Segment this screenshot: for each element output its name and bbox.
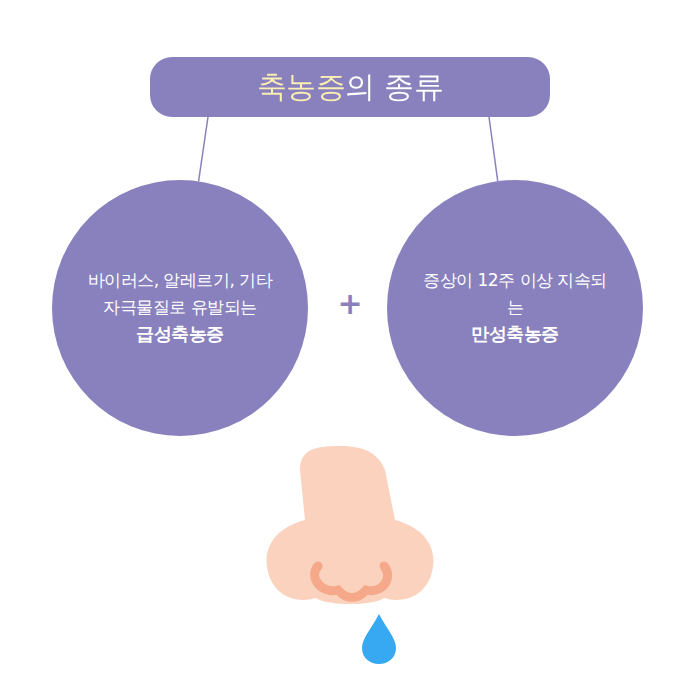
type-name: 만성축농증 [471, 320, 559, 349]
description-text: 바이러스, 알레르기, 기타 자극물질로 유발되는 [86, 267, 274, 320]
title-pill: 축농증의 종류 [150, 57, 550, 117]
nose [267, 446, 434, 604]
description-text: 증상이 12주 이상 지속되는 [421, 267, 609, 320]
connector-line [489, 117, 498, 181]
plus-sign: + [330, 284, 370, 324]
connector-line [199, 117, 208, 181]
type-circle: 바이러스, 알레르기, 기타 자극물질로 유발되는급성축농증 [52, 180, 308, 436]
nostril [315, 566, 388, 598]
title-text: 축농증의 종류 [257, 67, 443, 108]
type-circle: 증상이 12주 이상 지속되는만성축농증 [387, 180, 643, 436]
drop [362, 614, 396, 664]
type-name: 급성축농증 [136, 320, 224, 349]
